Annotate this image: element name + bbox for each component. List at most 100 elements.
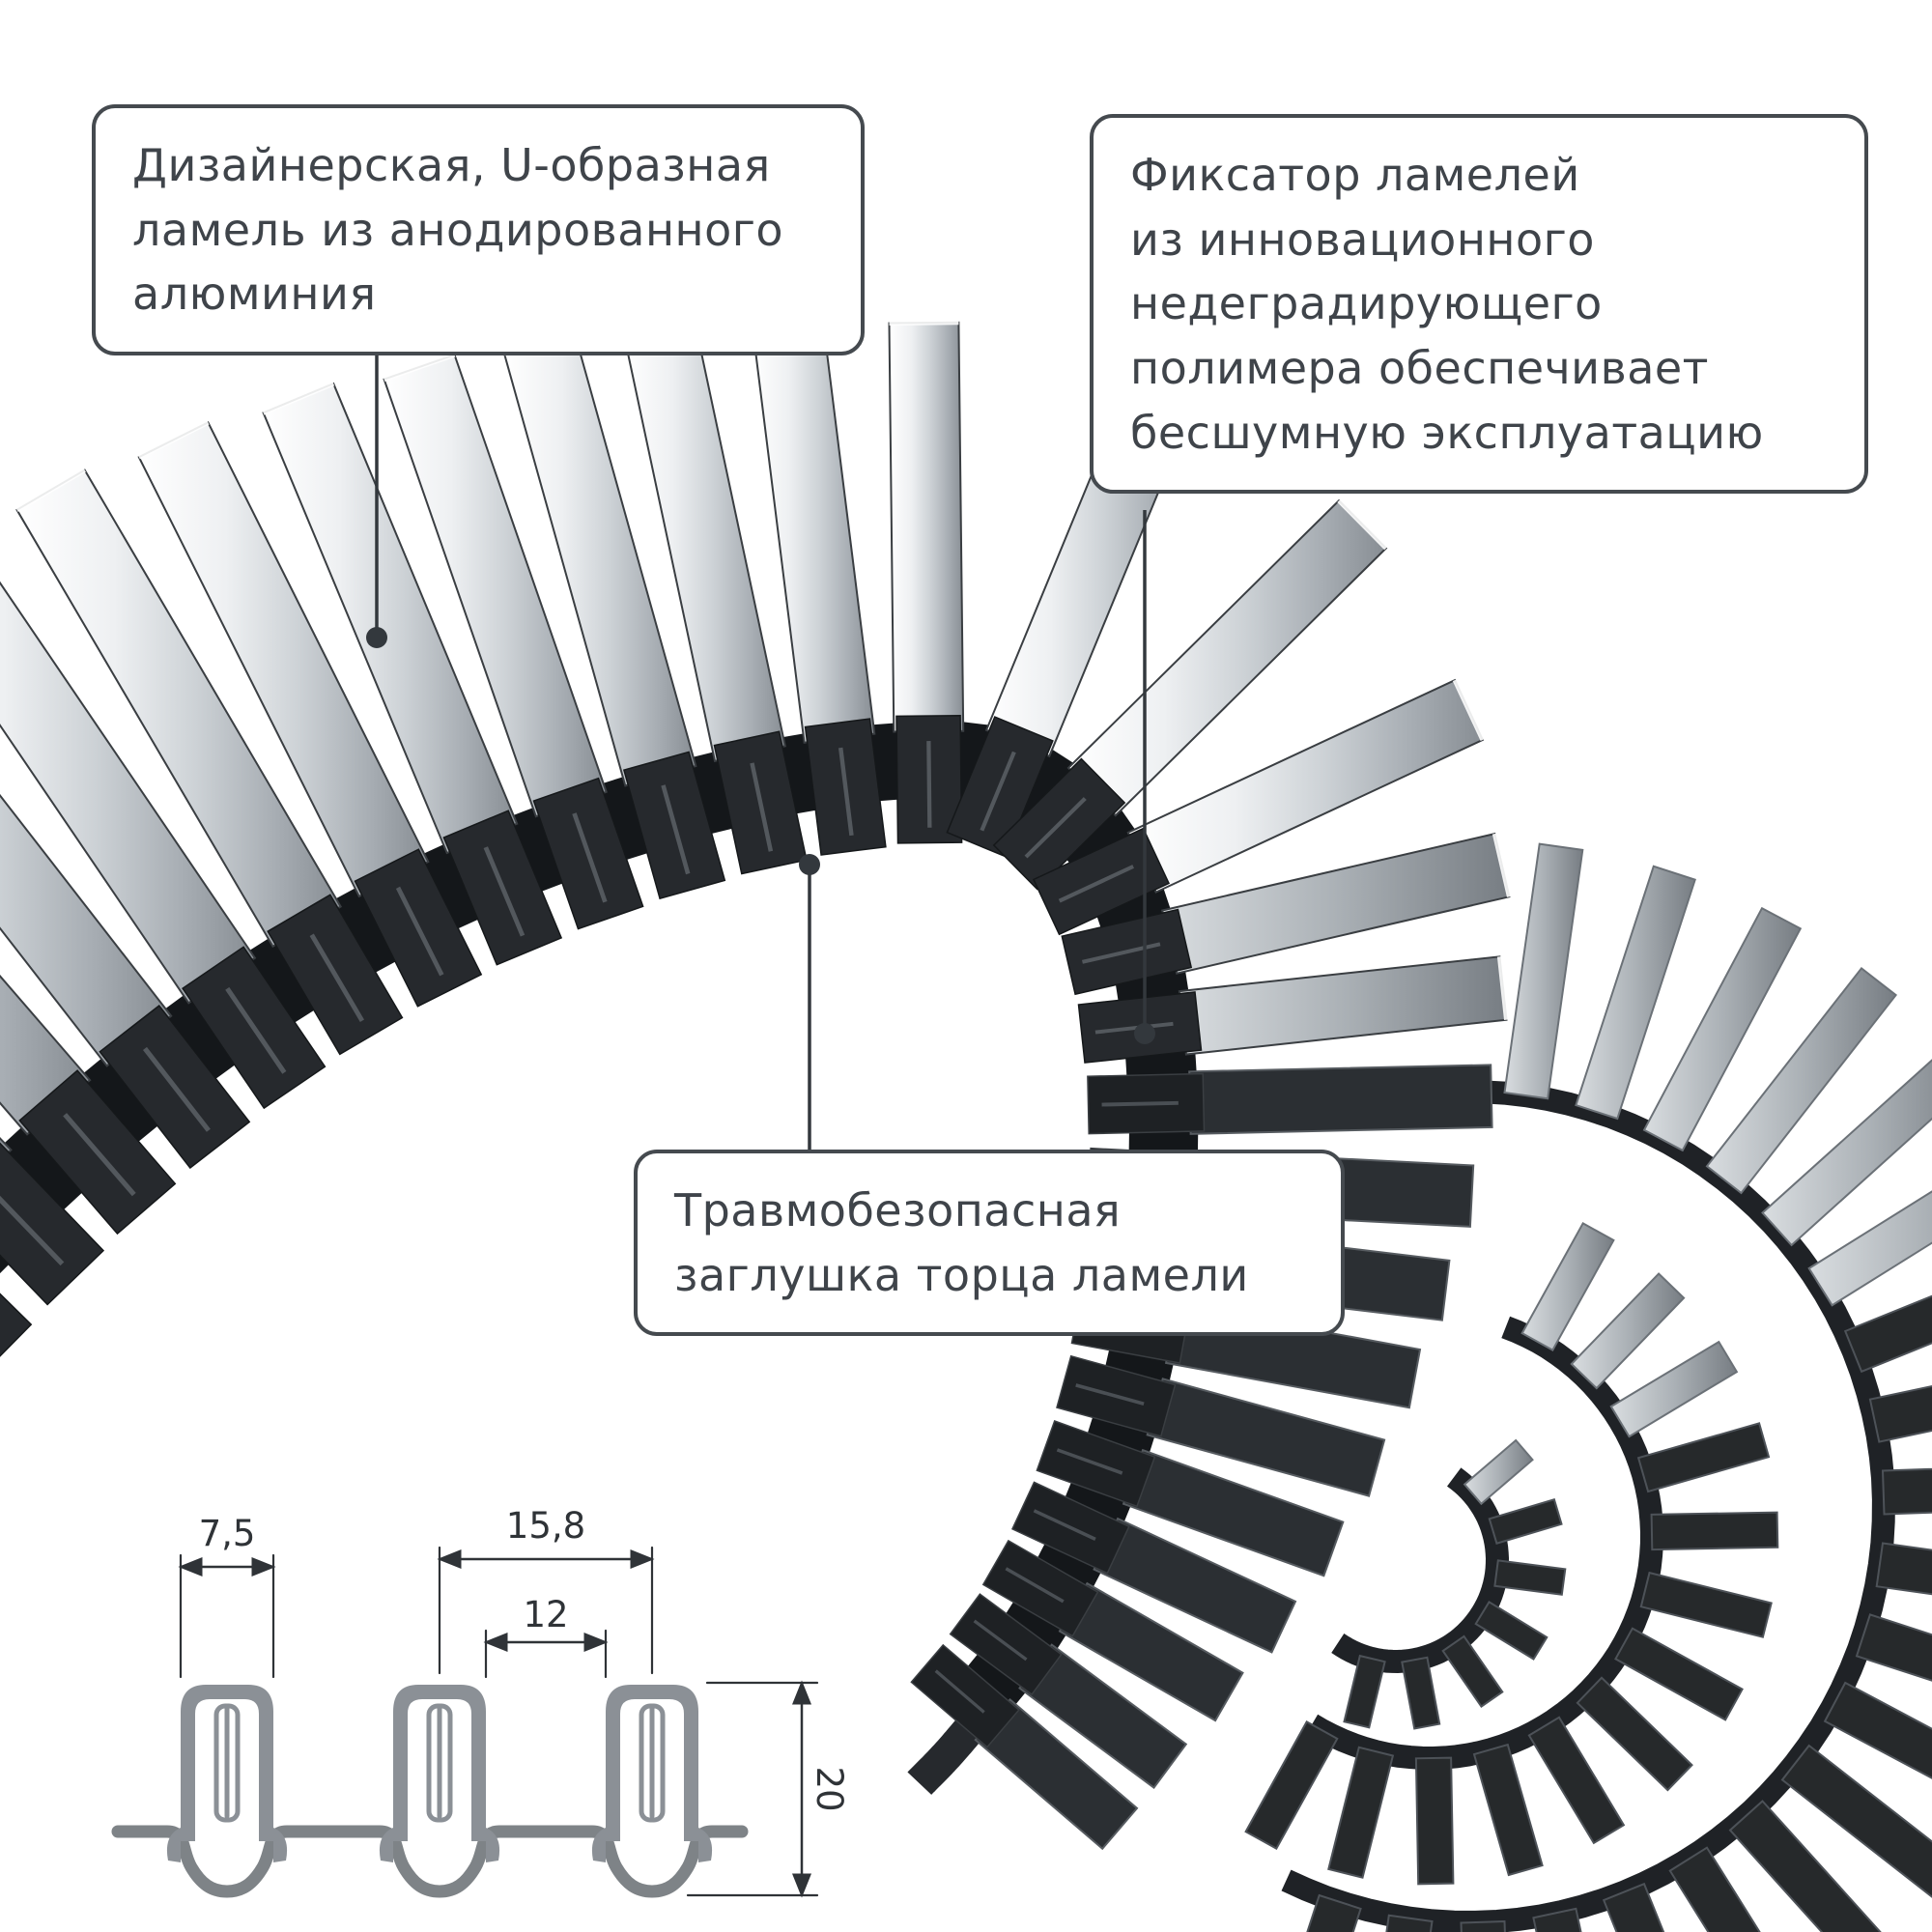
- callout-lamella: Дизайнерская, U-образная ламель из аноди…: [92, 104, 865, 356]
- end-cap-slot: [926, 741, 932, 828]
- lamella-fixator: [330, 885, 400, 976]
- rolled-lamella: [1401, 1656, 1441, 1730]
- end-cap-slot: [1101, 1100, 1179, 1107]
- callout-endcap: Травмобезопасная заглушка торца ламели: [634, 1150, 1345, 1337]
- callout-line: заглушка торца ламели: [674, 1248, 1249, 1301]
- lamella-end-cap: [0, 1142, 105, 1306]
- lamella-fixator: [159, 991, 240, 1083]
- lamella-top-highlight: [262, 381, 335, 415]
- lamella-fixators: [0, 721, 1199, 1708]
- end-cap-slot: [661, 784, 691, 875]
- rolled-lamella: [1639, 1571, 1773, 1638]
- lamella-fixator: [1003, 1598, 1068, 1652]
- callout-line: полимера обеспечивает: [1130, 342, 1709, 395]
- callout-line: Фиксатор ламелей: [1130, 149, 1580, 201]
- end-cap-slot: [395, 886, 444, 977]
- end-cap-slot: [483, 846, 526, 937]
- rolled-lamella: [1306, 1893, 1362, 1932]
- lamella-fixator: [1086, 1412, 1156, 1457]
- rolled-lamella: [1855, 1613, 1932, 1682]
- rolled-lamella: [1642, 906, 1803, 1152]
- rolled-lamella: [1614, 1627, 1744, 1721]
- lamella: [888, 321, 965, 733]
- end-cap-slot: [1033, 1509, 1096, 1541]
- rolled-lamella: [1602, 1882, 1665, 1932]
- rolled-band: [1331, 1467, 1510, 1674]
- rolled-lamella: [1807, 1190, 1932, 1307]
- end-cap-slot: [1056, 1448, 1123, 1475]
- rolled-wrap: [1244, 1222, 1779, 1886]
- rolled-lamella: [1527, 1716, 1626, 1845]
- rolled-lamella: [1636, 1422, 1771, 1493]
- rolled-lamella: [1472, 1743, 1544, 1877]
- lamella-fixator: [243, 935, 319, 1026]
- lamella-top-highlight: [1492, 833, 1512, 897]
- lamella-fixator: [1128, 1127, 1199, 1156]
- rolled-lamella: [1868, 1384, 1932, 1443]
- dim-pitch: [437, 1546, 655, 1675]
- lamella-fixator: [597, 775, 652, 862]
- rolled-lamella: [1474, 1601, 1548, 1661]
- dim-height-label: 20: [809, 1766, 850, 1811]
- rolled-lamella: [1503, 842, 1584, 1100]
- rolled-lamella: [1875, 1542, 1932, 1596]
- rolled-wrap: [1281, 842, 1932, 1932]
- end-cap-slot: [1005, 1567, 1065, 1604]
- end-cap-slot: [1075, 1383, 1145, 1406]
- rolled-grille: [0, 312, 1932, 1932]
- rolled-lamella: [1575, 865, 1696, 1121]
- u-profile-1: [167, 1685, 287, 1862]
- u-profile-3: [592, 1685, 712, 1862]
- end-cap-slot: [934, 1669, 985, 1714]
- band-cross-section: [111, 1825, 749, 1898]
- lamella-fixator: [1094, 885, 1172, 935]
- rolled-lamella: [1728, 1800, 1882, 1932]
- rolled-lamella: [1843, 1294, 1932, 1374]
- end-cap-slot: [1024, 797, 1087, 859]
- callout-leaders: [366, 346, 1155, 1157]
- rolled-lamella: [1488, 1498, 1563, 1545]
- end-cap-slot: [1094, 1021, 1174, 1035]
- callout-line: недеградирующего: [1130, 277, 1603, 330]
- end-cap-slot: [143, 1046, 211, 1132]
- lamella-fixator: [965, 1650, 1029, 1708]
- callout-line: из инновационного: [1130, 213, 1595, 266]
- rolled-lamella: [1520, 1222, 1615, 1351]
- lamella-top-highlight: [137, 420, 210, 460]
- lamella-fixator: [507, 806, 567, 894]
- rolled-lamella: [1570, 1272, 1686, 1390]
- callout-line: Травмобезопасная: [674, 1184, 1122, 1236]
- leader-dot-lamella: [366, 627, 387, 648]
- end-cap-slot: [750, 762, 774, 852]
- rolled-lamella: [1244, 1720, 1339, 1850]
- rolled-lamella: [1493, 1559, 1567, 1596]
- lamella-fixator: [0, 1123, 87, 1213]
- lamella: [1178, 955, 1508, 1056]
- end-cap-slot: [980, 751, 1016, 832]
- leader-dot-endcap: [799, 854, 820, 875]
- lamella-fixator: [687, 751, 737, 836]
- rolled-lamella: [1460, 1919, 1506, 1932]
- lamella: [1188, 1064, 1493, 1135]
- end-cap-slot: [309, 933, 364, 1022]
- lamella-top-highlight: [1337, 498, 1388, 551]
- dim-gap-label: 12: [523, 1594, 568, 1635]
- rolled-lamella: [1780, 1744, 1932, 1898]
- rolled-lamella: [1576, 1676, 1693, 1792]
- cross-section-drawing: 7,5 15,8 12 20: [111, 1505, 850, 1898]
- lamella-fixator: [1036, 1540, 1103, 1591]
- rolled-lamella: [1668, 1846, 1761, 1932]
- lamella-top-highlight: [1496, 956, 1509, 1020]
- callout-line: алюминия: [132, 268, 377, 321]
- lamella-top-highlight: [889, 320, 959, 326]
- rolled-lamella: [1609, 1340, 1739, 1438]
- rolled-lamella: [1414, 1756, 1455, 1886]
- lamella-top-highlight: [383, 352, 456, 382]
- dim-height: [686, 1680, 819, 1898]
- rolled-lamella: [1327, 1746, 1395, 1879]
- u-profile-2: [380, 1685, 499, 1862]
- rolled-lamella: [1650, 1511, 1779, 1551]
- end-cap-slot: [0, 1195, 65, 1266]
- rolled-lamella: [1441, 1634, 1504, 1708]
